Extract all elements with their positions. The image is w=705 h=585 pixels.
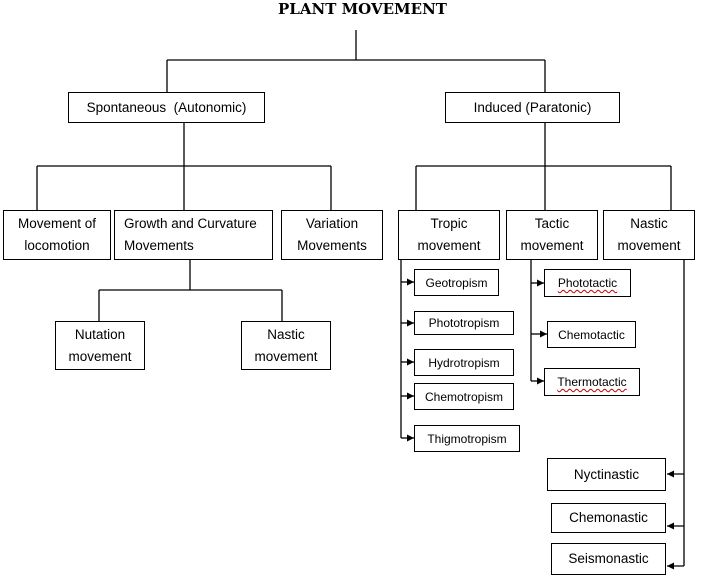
node-thermotactic-label: Thermotactic (557, 375, 627, 389)
node-geotropism: Geotropism (414, 269, 499, 296)
node-tropic: Tropic movement (398, 210, 500, 260)
node-nastic-spont-line2: movement (254, 348, 318, 364)
node-chemotropism: Chemotropism (414, 383, 514, 410)
node-nutation-line2: movement (68, 348, 132, 364)
node-induced: Induced (Paratonic) (445, 92, 620, 123)
node-thigmotropism-label: Thigmotropism (427, 431, 507, 446)
node-seismonastic: Seismonastic (551, 543, 666, 575)
node-nutation: Nutation movement (55, 321, 145, 370)
node-growth-curvature: Growth and Curvature Movements (114, 210, 273, 260)
node-variation: Variation Movements (281, 210, 383, 260)
node-induced-label: Induced (Paratonic) (473, 99, 592, 115)
node-locomotion-line1: Movement of (17, 216, 97, 231)
diagram-title: PLANT MOVEMENT (278, 0, 447, 18)
node-nastic-spont-line1: Nastic (267, 326, 305, 342)
node-growth-line1: Growth and Curvature (124, 216, 257, 231)
node-phototactic: Phototactic (544, 269, 631, 297)
node-spontaneous-label: Spontaneous (Autonomic) (86, 99, 247, 115)
node-phototropism: Phototropism (414, 311, 514, 335)
node-chemonastic-label: Chemonastic (569, 510, 648, 525)
node-nyctinastic: Nyctinastic (547, 458, 666, 491)
node-nutation-line1: Nutation (74, 326, 126, 342)
node-growth-line2: Movements (124, 238, 194, 253)
node-chemotactic-label: Chemotactic (558, 327, 625, 342)
node-tactic-line2: movement (520, 238, 584, 253)
node-hydrotropism-label: Hydrotropism (428, 355, 500, 370)
node-tactic: Tactic movement (506, 210, 598, 260)
node-nyctinastic-label: Nyctinastic (573, 466, 640, 482)
node-nastic-induced: Nastic movement (603, 210, 695, 260)
node-locomotion: Movement of locomotion (3, 210, 111, 260)
node-nastic-spontaneous: Nastic movement (241, 321, 331, 370)
node-hydrotropism: Hydrotropism (414, 349, 514, 376)
node-thermotactic: Thermotactic (544, 368, 640, 396)
node-variation-line2: Movements (297, 238, 367, 253)
node-chemotactic: Chemotactic (547, 321, 636, 348)
node-phototactic-label: Phototactic (557, 276, 618, 290)
node-variation-line1: Variation (305, 216, 359, 231)
node-tactic-line1: Tactic (534, 216, 570, 231)
node-nastic-induced-line2: movement (617, 238, 681, 253)
node-geotropism-label: Geotropism (425, 275, 488, 290)
node-locomotion-line2: locomotion (24, 238, 90, 253)
node-phototropism-label: Phototropism (428, 316, 500, 330)
node-nastic-induced-line1: Nastic (630, 216, 668, 231)
node-chemotropism-label: Chemotropism (424, 389, 504, 404)
node-tropic-line1: Tropic (430, 216, 468, 231)
node-tropic-line2: movement (417, 238, 481, 253)
node-spontaneous: Spontaneous (Autonomic) (68, 92, 265, 123)
node-chemonastic: Chemonastic (551, 503, 666, 533)
node-seismonastic-label: Seismonastic (568, 551, 649, 566)
node-thigmotropism: Thigmotropism (414, 425, 520, 452)
